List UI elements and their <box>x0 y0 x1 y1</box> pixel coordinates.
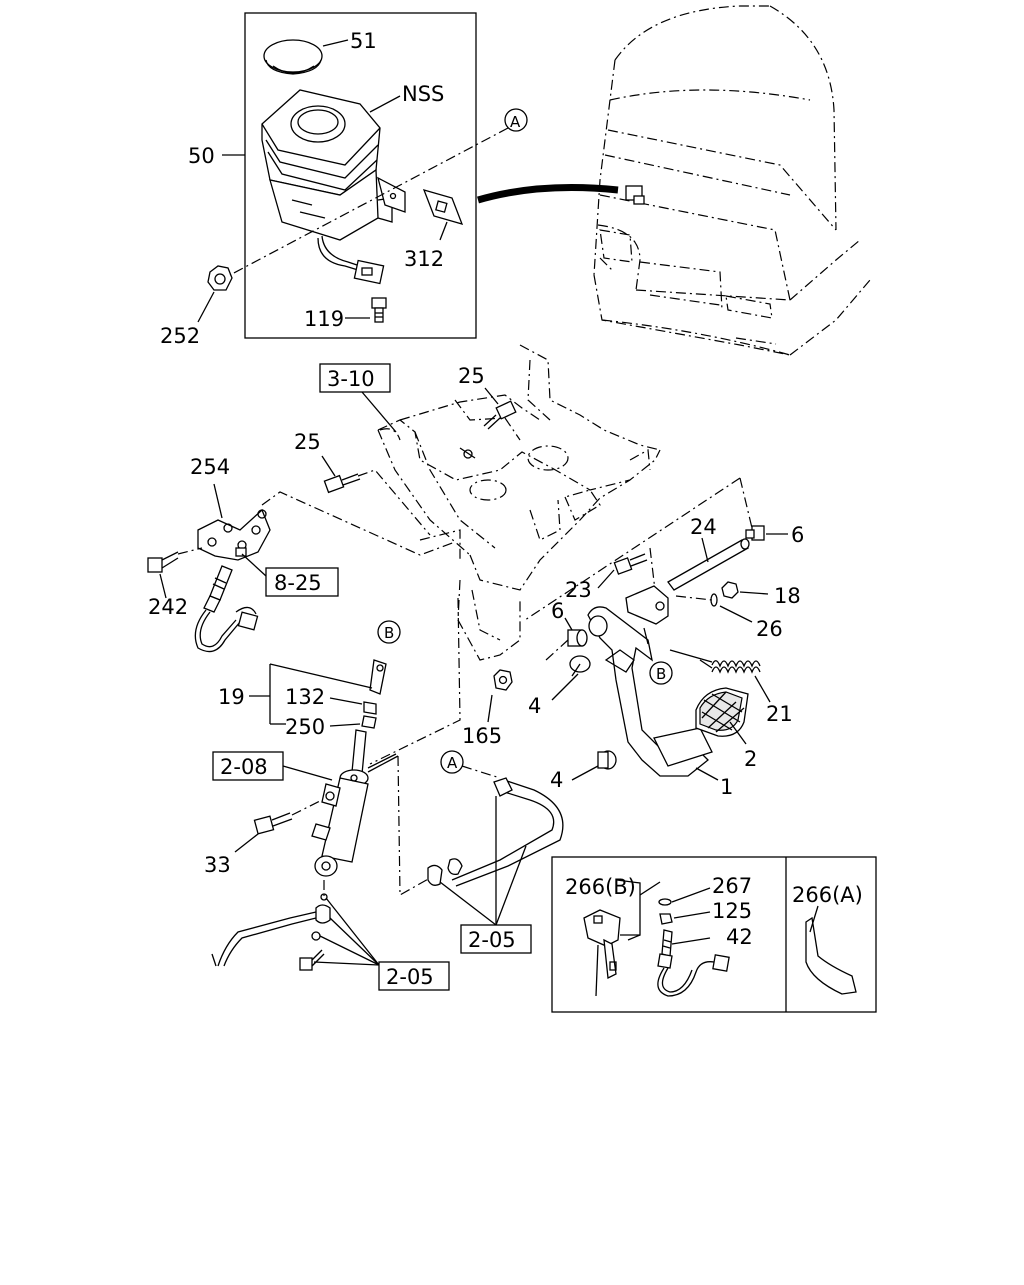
label-312: 312 <box>404 247 444 271</box>
label-19: 19 <box>218 685 245 709</box>
callout-b-cylinder-letter: B <box>384 624 394 642</box>
part-number-labels: 51 NSS 50 312 252 119 A 3-10 25 25 254 2… <box>148 29 863 989</box>
pedal-pad-2 <box>695 687 749 737</box>
clutch-pedal-arm-1 <box>587 606 713 777</box>
reservoir-cap <box>263 39 323 75</box>
nut-165 <box>493 669 513 691</box>
bushing-4-upper <box>569 655 591 677</box>
callout-b-pedal <box>649 661 673 685</box>
sensor-location-on-cab <box>625 185 645 205</box>
switch-detail-inset <box>551 856 877 1013</box>
label-21: 21 <box>766 702 793 726</box>
label-25-upper: 25 <box>458 364 485 388</box>
label-25-left: 25 <box>294 430 321 454</box>
label-51: 51 <box>350 29 377 53</box>
label-50: 50 <box>188 144 215 168</box>
washer-26 <box>710 593 718 607</box>
callout-a-pipe-letter: A <box>447 754 458 772</box>
ref-box-2-05-lower <box>378 961 450 991</box>
label-4-upper: 4 <box>528 694 541 718</box>
label-266-b: 266(B) <box>565 875 636 899</box>
label-254: 254 <box>190 455 230 479</box>
label-26: 26 <box>756 617 783 641</box>
label-132: 132 <box>285 685 325 709</box>
label-165: 165 <box>462 724 502 748</box>
callout-a-top-letter: A <box>510 113 521 131</box>
clutch-switch-sensor <box>194 565 259 653</box>
label-119: 119 <box>304 307 344 331</box>
return-spring-21 <box>699 659 761 674</box>
bolt-242 <box>147 551 179 573</box>
bolt-25-upper <box>483 400 517 430</box>
callout-b-cylinder <box>377 620 401 644</box>
callout-b-pedal-letter: B <box>656 665 666 683</box>
callout-a-pipe <box>440 750 464 774</box>
label-2-05-upper: 2-05 <box>468 928 516 952</box>
bolt-23 <box>613 553 648 575</box>
label-250: 250 <box>285 715 325 739</box>
clutch-fluid-reservoir <box>261 89 406 285</box>
bushing-6-left <box>567 629 588 647</box>
nut-252 <box>207 265 233 291</box>
clevis-132 <box>369 659 387 695</box>
pedal-shaft-24 <box>667 538 750 591</box>
label-2: 2 <box>744 747 757 771</box>
ref-box-8-25 <box>265 567 339 597</box>
switch-bracket-254 <box>197 508 271 561</box>
label-266-a: 266(A) <box>792 883 863 907</box>
label-24: 24 <box>690 515 717 539</box>
label-125: 125 <box>712 899 752 923</box>
nut-18 <box>721 581 739 599</box>
label-2-05-lower: 2-05 <box>386 965 434 989</box>
truck-cab-outline <box>593 5 871 356</box>
label-1: 1 <box>720 775 733 799</box>
ref-box-3-10 <box>319 363 391 393</box>
label-8-25: 8-25 <box>274 571 322 595</box>
label-6-left: 6 <box>551 599 564 623</box>
label-2-08: 2-08 <box>220 755 268 779</box>
bolt-119 <box>371 297 387 323</box>
label-23: 23 <box>565 578 592 602</box>
label-42: 42 <box>726 925 753 949</box>
bolt-25-left <box>323 473 361 494</box>
label-3-10: 3-10 <box>327 367 375 391</box>
nut-250 <box>361 701 377 729</box>
label-18: 18 <box>774 584 801 608</box>
label-4-lower: 4 <box>550 768 563 792</box>
pedal-bracket-frame <box>377 344 661 661</box>
bushing-4-lower <box>597 750 617 770</box>
clutch-master-cylinder <box>311 729 369 877</box>
label-267: 267 <box>712 874 752 898</box>
clutch-pipe <box>427 777 564 887</box>
label-nss: NSS <box>402 82 444 106</box>
label-242: 242 <box>148 595 188 619</box>
reservoir-inset <box>197 12 477 339</box>
label-33: 33 <box>204 853 231 877</box>
label-252: 252 <box>160 324 200 348</box>
bolt-6-right <box>745 525 765 541</box>
bracket-312 <box>422 189 464 225</box>
pedal-pivot-bracket <box>625 585 669 625</box>
callout-a-top <box>504 108 528 132</box>
bolt-33 <box>253 812 293 835</box>
label-6-right: 6 <box>791 523 804 547</box>
clutch-hose <box>211 893 331 971</box>
